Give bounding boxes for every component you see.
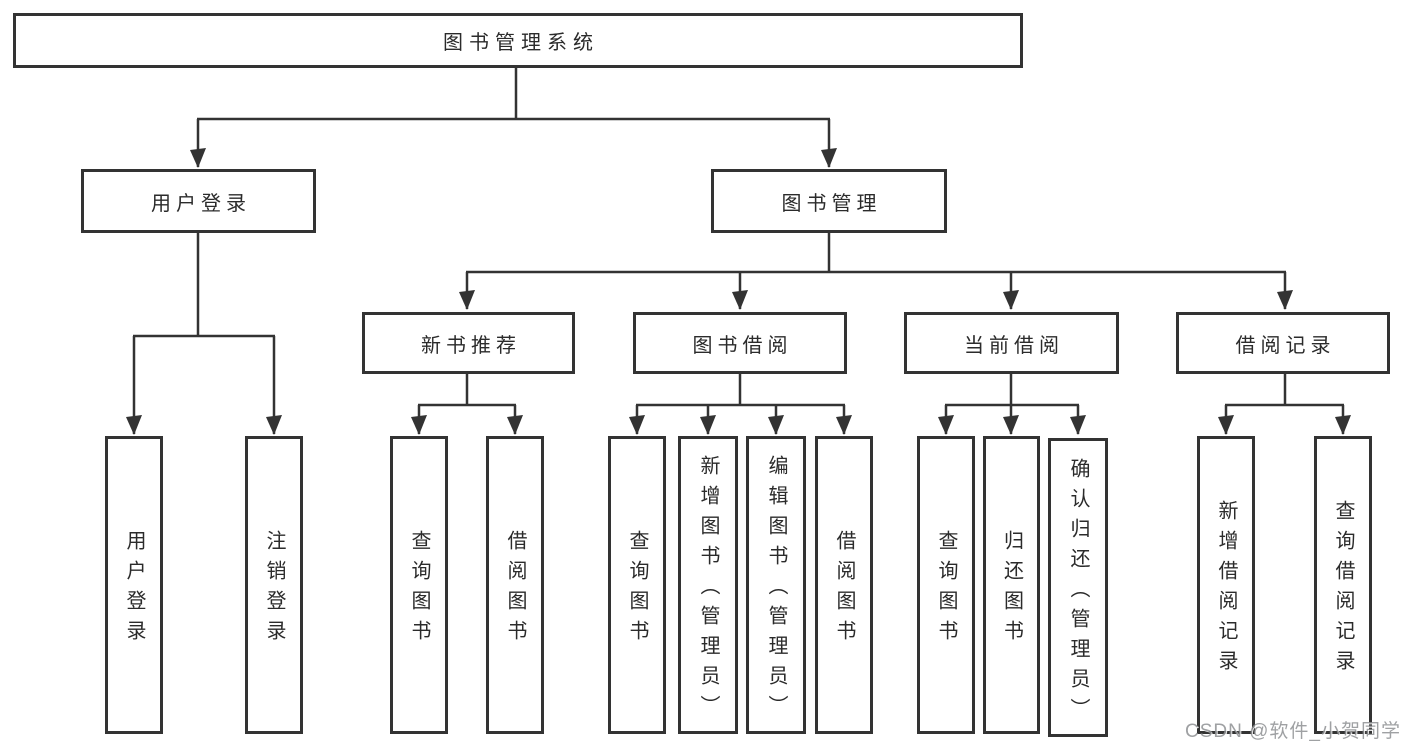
edges-book-borrowing-to-leaves — [629, 373, 852, 435]
node-new-books: 新书推荐 — [362, 312, 575, 374]
leaf-records-add-record: 新增借阅记录 — [1197, 436, 1255, 734]
edges-book-management-to-level3 — [459, 232, 1293, 310]
node-root: 图书管理系统 — [13, 13, 1023, 68]
node-root-label: 图书管理系统 — [443, 32, 599, 54]
leaf-logout: 注销登录 — [245, 436, 303, 734]
node-user-login: 用户登录 — [81, 169, 316, 233]
leaf-current-query-books: 查询图书 — [917, 436, 975, 734]
node-book-borrowing-label: 图书借阅 — [692, 334, 793, 357]
leaf-current-return-books-label: 归还图书 — [1000, 530, 1023, 650]
node-borrowing-records: 借阅记录 — [1176, 312, 1390, 374]
leaf-newbooks-borrow-books-label: 借阅图书 — [504, 530, 526, 650]
watermark: CSDN @软件_小贺同学 — [1185, 721, 1401, 742]
node-current-borrowing: 当前借阅 — [904, 312, 1119, 374]
node-book-management: 图书管理 — [711, 169, 947, 233]
leaf-records-add-record-label: 新增借阅记录 — [1215, 500, 1237, 680]
leaf-user-login: 用户登录 — [105, 436, 163, 734]
node-new-books-label: 新书推荐 — [421, 334, 521, 357]
leaf-current-return-books: 归还图书 — [983, 436, 1040, 734]
node-book-borrowing: 图书借阅 — [633, 312, 847, 374]
leaf-records-query-record: 查询借阅记录 — [1314, 436, 1372, 734]
leaf-user-login-label: 用户登录 — [123, 530, 145, 650]
leaf-current-confirm-return-admin-label: 确认归还（管理员） — [1067, 457, 1089, 728]
leaf-borrowing-query-books: 查询图书 — [608, 436, 666, 734]
leaf-current-confirm-return-admin: 确认归还（管理员） — [1048, 438, 1108, 737]
leaf-newbooks-borrow-books: 借阅图书 — [486, 436, 544, 734]
edges-current-borrowing-to-leaves — [938, 373, 1086, 435]
edges-new-books-to-leaves — [411, 373, 523, 435]
leaf-borrowing-edit-books-admin: 编辑图书（管理员） — [746, 436, 806, 734]
leaf-borrowing-add-books-admin: 新增图书（管理员） — [678, 436, 738, 734]
leaf-borrowing-add-books-admin-label: 新增图书（管理员） — [697, 455, 719, 725]
edges-root-to-level2 — [190, 68, 837, 168]
node-book-management-label: 图书管理 — [781, 192, 882, 215]
leaf-newbooks-query-books-label: 查询图书 — [408, 530, 430, 650]
leaf-logout-label: 注销登录 — [263, 530, 285, 650]
leaf-borrowing-query-books-label: 查询图书 — [626, 530, 648, 650]
leaf-borrowing-borrow-books: 借阅图书 — [815, 436, 873, 734]
node-borrowing-records-label: 借阅记录 — [1235, 334, 1336, 357]
leaf-borrowing-borrow-books-label: 借阅图书 — [833, 530, 855, 650]
leaf-current-query-books-label: 查询图书 — [935, 530, 957, 650]
leaf-borrowing-edit-books-admin-label: 编辑图书（管理员） — [765, 455, 787, 725]
edges-user-login-to-leaves — [126, 232, 282, 435]
edges-borrowing-records-to-leaves — [1218, 373, 1351, 435]
leaf-newbooks-query-books: 查询图书 — [390, 436, 448, 734]
node-current-borrowing-label: 当前借阅 — [964, 334, 1064, 357]
node-user-login-label: 用户登录 — [151, 192, 251, 215]
leaf-records-query-record-label: 查询借阅记录 — [1332, 500, 1354, 680]
